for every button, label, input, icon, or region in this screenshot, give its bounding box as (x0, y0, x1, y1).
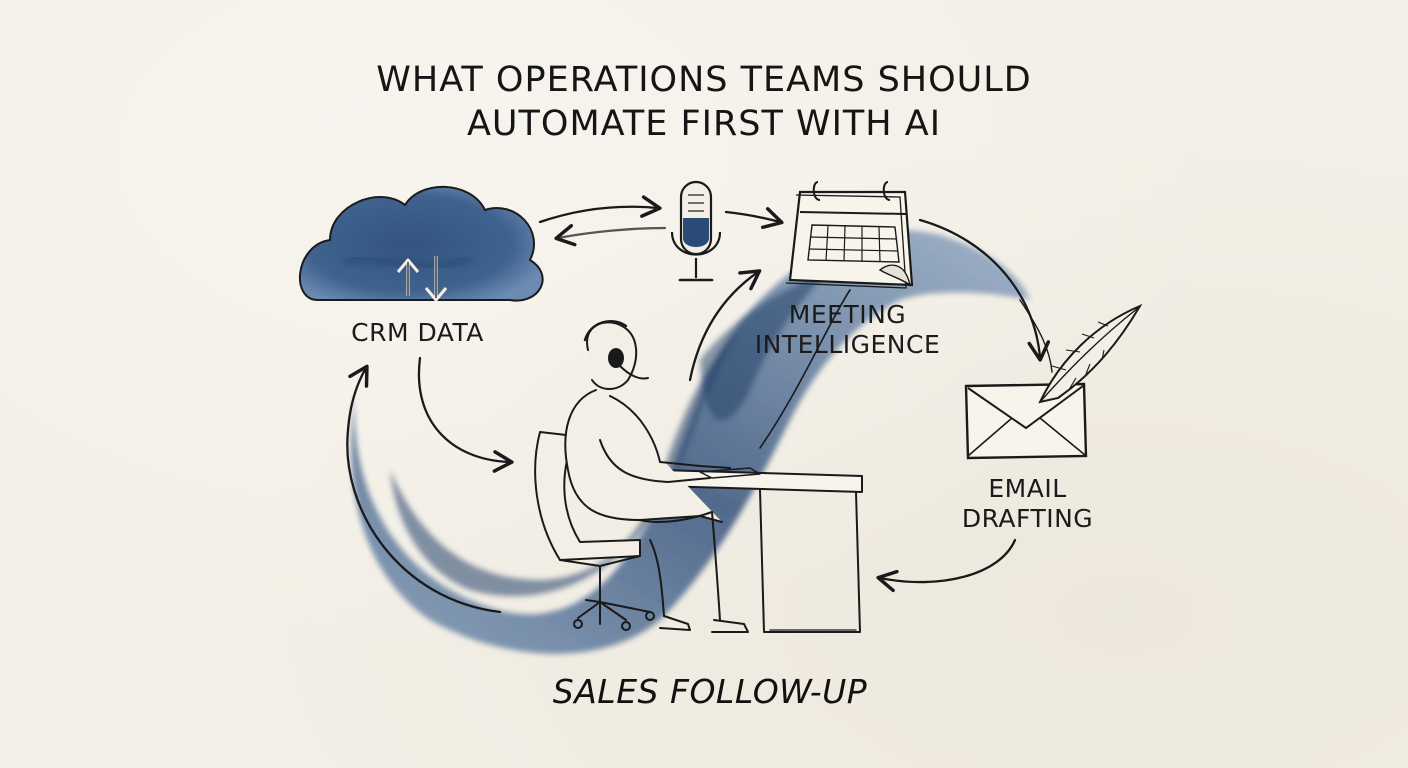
meeting-label-line-2: INTELLIGENCE (754, 330, 941, 359)
arrow-crm-to-person (417, 356, 514, 473)
quill-icon (1038, 303, 1143, 404)
email-label-line-1: EMAIL (988, 474, 1067, 503)
arrow-email-to-desk (876, 538, 1017, 593)
meeting-label-line-1: MEETING (788, 300, 907, 329)
arrow-calendar-to-email (918, 218, 1051, 362)
arrow-loop-back-to-crm (346, 364, 502, 614)
arrow-person-to-meeting (688, 269, 762, 382)
title-line-1: WHAT OPERATIONS TEAMS SHOULD (376, 60, 1032, 100)
crm-data-label: CRM DATA (351, 318, 484, 347)
email-label-line-2: DRAFTING (961, 504, 1094, 533)
diagram-title: WHAT OPERATIONS TEAMS SHOULD AUTOMATE FI… (304, 58, 1104, 146)
title-line-2: AUTOMATE FIRST WITH AI (466, 104, 942, 144)
arrow-crm-to-mic (538, 195, 662, 224)
meeting-intelligence-label: MEETING INTELLIGENCE (735, 300, 960, 360)
email-drafting-label: EMAIL DRAFTING (940, 474, 1115, 534)
arrow-mic-to-crm (554, 224, 667, 247)
cloud-sync-icon (298, 185, 544, 302)
microphone-icon (670, 180, 722, 282)
calendar-icon (785, 181, 914, 289)
flow-arrows (346, 195, 1053, 614)
arrow-ribbon-edge (759, 289, 851, 449)
person-at-desk-icon (534, 320, 863, 633)
sales-follow-up-label: SALES FOLLOW-UP (552, 672, 868, 711)
envelope-icon (964, 382, 1088, 460)
arrow-mic-to-calendar (724, 207, 784, 230)
